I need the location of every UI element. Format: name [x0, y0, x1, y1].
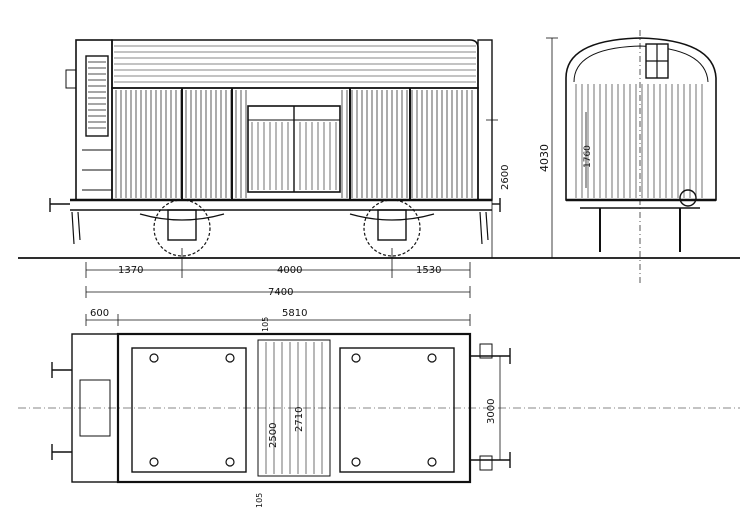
dim-buffer: 600 — [90, 308, 109, 319]
dim-height-right: 2600 — [500, 165, 511, 190]
cabin-steps — [82, 149, 112, 191]
buffers-side — [49, 198, 501, 212]
brake-cabin — [75, 39, 113, 201]
dim-total-height: 4030 — [538, 144, 551, 172]
cabin-louvres — [88, 61, 106, 129]
roof-planks — [114, 45, 476, 83]
dim-wheelbase: 4000 — [277, 265, 302, 276]
side-body — [111, 87, 479, 201]
dim-buffer-spacing: 3000 — [486, 399, 497, 424]
plan-panel-left — [131, 347, 247, 473]
end-view — [546, 30, 717, 285]
body-posts — [181, 88, 411, 200]
plan-view — [18, 332, 740, 484]
dim-top-small: 105 — [261, 317, 270, 332]
dim-body-length: 5810 — [282, 308, 307, 319]
plan-cabin — [71, 333, 119, 483]
door-boards — [251, 122, 337, 190]
dim-bottom-small: 105 — [255, 493, 264, 508]
plan-dimensions — [85, 314, 501, 460]
dim-overhang-left: 1370 — [118, 265, 143, 276]
wheel-right — [363, 199, 421, 257]
end-roof — [565, 37, 717, 201]
end-boards — [575, 84, 703, 198]
side-view — [49, 39, 501, 257]
dim-body-width: 2500 — [268, 423, 279, 448]
dim-length-over-buffers: 7400 — [268, 287, 293, 298]
cabin-window — [85, 55, 109, 137]
side-dimensions — [85, 119, 498, 298]
dim-door-width: 2710 — [294, 407, 305, 432]
plan-panel-right — [339, 347, 455, 473]
dim-inner-height: 1760 — [583, 145, 593, 168]
dim-overhang-right: 1530 — [416, 265, 441, 276]
wheel-left — [153, 199, 211, 257]
body-boards — [115, 90, 473, 198]
